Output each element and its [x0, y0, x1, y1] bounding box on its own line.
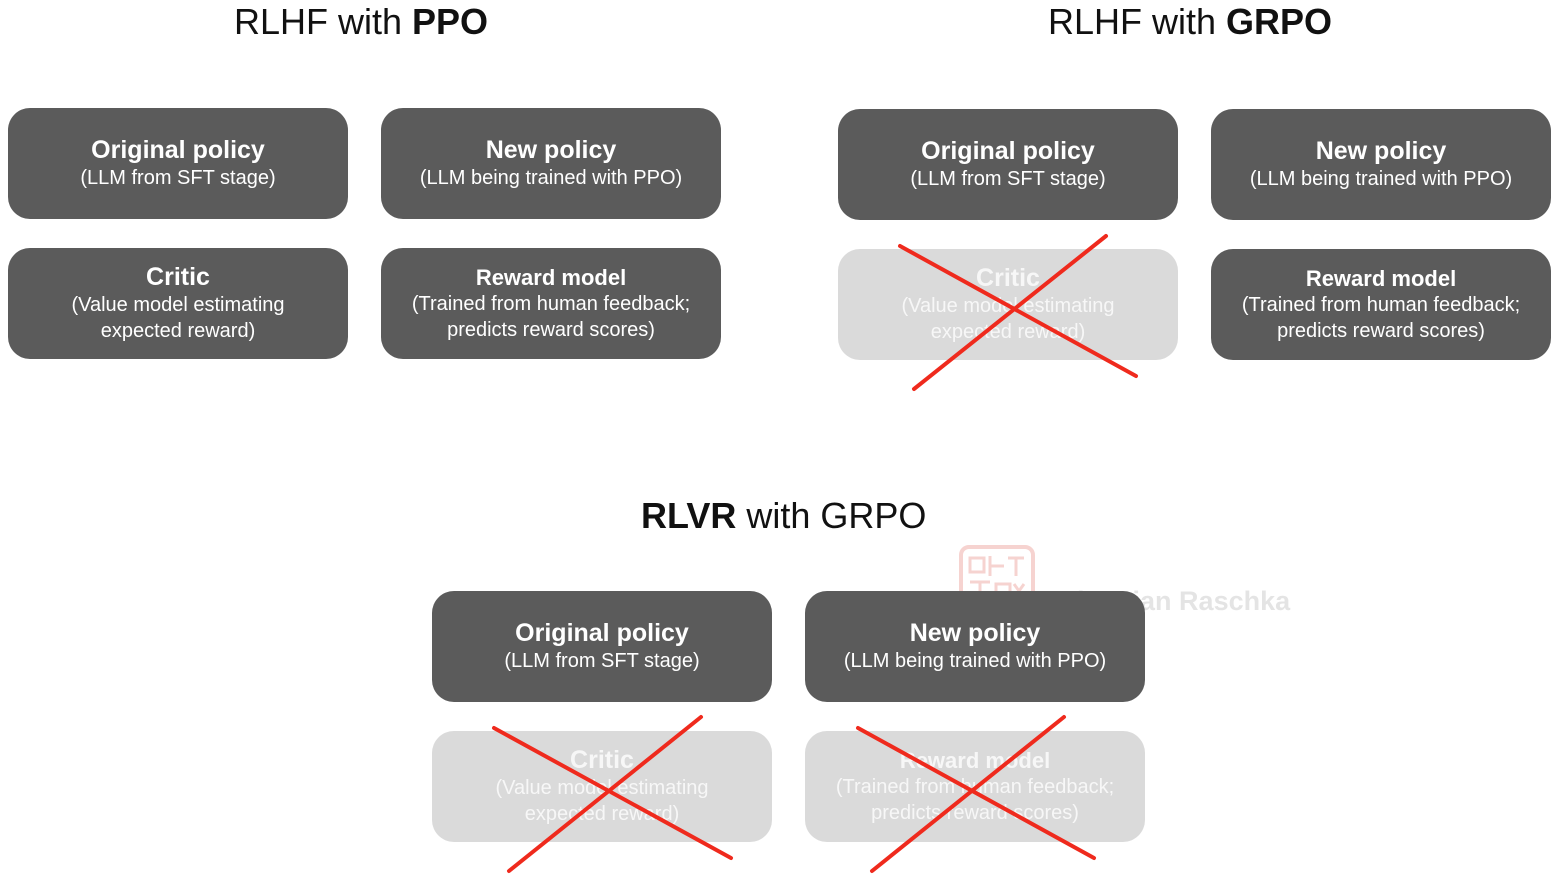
box-title: Reward model	[899, 748, 1051, 773]
rlvr-new-policy-box: New policy (LLM being trained with PPO)	[805, 591, 1145, 702]
grpo-new-policy-box: New policy (LLM being trained with PPO)	[1211, 109, 1551, 220]
box-subtitle: (LLM being trained with PPO)	[1249, 168, 1513, 190]
rlvr-reward-model-box-removed: Reward model (Trained from human feedbac…	[805, 731, 1145, 842]
rlvr-critic-box-removed: Critic (Value model estimating expected …	[432, 731, 772, 842]
box-subtitle: (LLM being trained with PPO)	[419, 167, 683, 189]
ppo-original-policy-box: Original policy (LLM from SFT stage)	[8, 108, 348, 219]
rlvr-title-bold: RLVR	[641, 495, 737, 536]
ppo-title-prefix: RLHF with	[234, 1, 413, 42]
box-title: New policy	[485, 136, 617, 164]
grpo-critic-box-removed: Critic (Value model estimating expected …	[838, 249, 1178, 360]
rlvr-original-policy-box: Original policy (LLM from SFT stage)	[432, 591, 772, 702]
grpo-title-bold: GRPO	[1226, 1, 1333, 42]
box-subtitle: (Value model estimating expected reward)	[495, 777, 709, 825]
box-title: Reward model	[1305, 266, 1457, 291]
ppo-new-policy-box: New policy (LLM being trained with PPO)	[381, 108, 721, 219]
box-title: Original policy	[921, 137, 1095, 165]
ppo-title-bold: PPO	[412, 1, 489, 42]
box-subtitle: (LLM from SFT stage)	[910, 168, 1106, 190]
box-subtitle: (Value model estimating expected reward)	[901, 295, 1115, 343]
box-subtitle: (LLM from SFT stage)	[80, 167, 276, 189]
rlvr-title-suffix: with GRPO	[736, 495, 927, 536]
box-subtitle: (LLM from SFT stage)	[504, 650, 700, 672]
rlvr-section-title: RLVR with GRPO	[641, 494, 926, 538]
box-title: Reward model	[475, 265, 627, 290]
grpo-reward-model-box: Reward model (Trained from human feedbac…	[1211, 249, 1551, 360]
box-subtitle: (Trained from human feedback; predicts r…	[835, 776, 1115, 824]
ppo-reward-model-box: Reward model (Trained from human feedbac…	[381, 248, 721, 359]
grpo-title-prefix: RLHF with	[1048, 1, 1227, 42]
box-subtitle: (LLM being trained with PPO)	[843, 650, 1107, 672]
box-subtitle: (Value model estimating expected reward)	[71, 294, 285, 342]
box-title: Original policy	[515, 619, 689, 647]
box-title: Critic	[146, 263, 210, 291]
ppo-section-title: RLHF with PPO	[234, 0, 488, 44]
grpo-section-title: RLHF with GRPO	[1048, 0, 1332, 44]
box-title: New policy	[1315, 137, 1447, 165]
box-subtitle: (Trained from human feedback; predicts r…	[1241, 294, 1521, 342]
grpo-original-policy-box: Original policy (LLM from SFT stage)	[838, 109, 1178, 220]
box-subtitle: (Trained from human feedback; predicts r…	[411, 293, 691, 341]
box-title: Critic	[570, 746, 634, 774]
box-title: Original policy	[91, 136, 265, 164]
ppo-critic-box: Critic (Value model estimating expected …	[8, 248, 348, 359]
box-title: New policy	[909, 619, 1041, 647]
box-title: Critic	[976, 264, 1040, 292]
